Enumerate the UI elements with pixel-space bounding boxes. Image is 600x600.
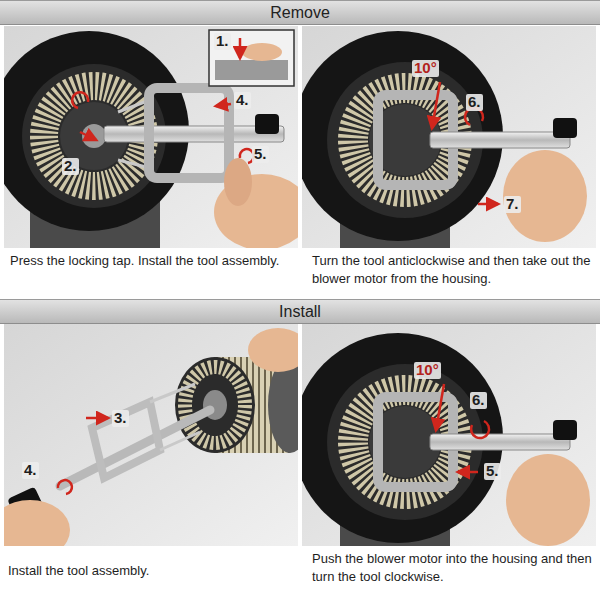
callout-number: 4.: [22, 462, 39, 479]
step-caption: Push the blower motor into the housing a…: [312, 550, 594, 586]
section-heading: Remove: [270, 4, 330, 22]
callout-number: 10°: [412, 60, 439, 77]
remove-photo-1: [4, 26, 298, 248]
step-caption: Install the tool assembly.: [8, 562, 294, 580]
callout-number: 7.: [504, 196, 521, 213]
section-heading: Install: [279, 303, 321, 321]
remove-photo-2: [302, 26, 596, 248]
callout-number: 5.: [484, 463, 501, 480]
install-photo-1: [4, 324, 298, 546]
callout-number: 4.: [234, 92, 251, 109]
section-band: Install: [0, 299, 600, 324]
step-caption: Turn the tool anticlockwise and then tak…: [312, 252, 594, 288]
callout-number: 1.: [214, 33, 231, 50]
callout-number: 2.: [62, 158, 79, 175]
install-photo-2: [302, 324, 596, 546]
section-band: Remove: [0, 0, 600, 25]
callout-number: 6.: [470, 392, 487, 409]
step-caption: Press the locking tap. Install the tool …: [10, 252, 292, 270]
callout-number: 10°: [414, 362, 441, 379]
callout-number: 6.: [466, 94, 483, 111]
callout-number: 3.: [112, 410, 129, 427]
callout-number: 5.: [252, 146, 269, 163]
